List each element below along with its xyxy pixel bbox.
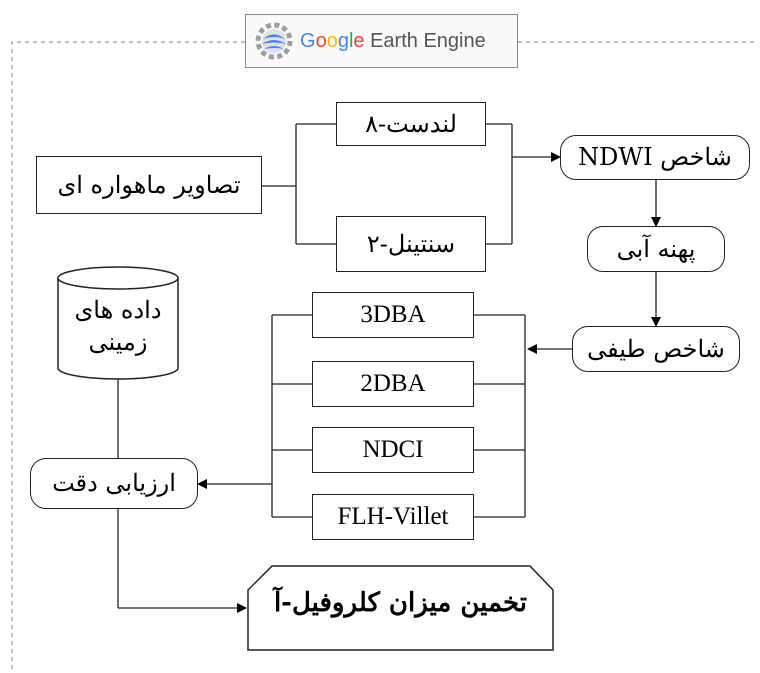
water-body-label: پهنه آبی	[616, 234, 696, 263]
index-ndci-label: NDCI	[362, 436, 424, 464]
sentinel-node: سنتینل-۲	[336, 216, 486, 272]
gear-globe-icon	[255, 22, 293, 60]
index-2dba-label: 2DBA	[360, 370, 426, 398]
earth-engine-label: Earth Engine	[370, 29, 486, 52]
index-2dba-node: 2DBA	[312, 361, 474, 407]
spectral-index-label: شاخص طیفی	[587, 334, 725, 363]
gee-header: Google Earth Engine	[245, 14, 518, 68]
dashed-frame	[11, 41, 758, 673]
google-letter-o1: o	[315, 29, 327, 52]
index-3dba-label: 3DBA	[360, 301, 426, 329]
landsat-node: لندست-۸	[336, 102, 486, 146]
ndwi-label: شاخص NDWI	[578, 143, 732, 172]
gee-title: Google Earth Engine	[300, 30, 486, 53]
ground-data-label: داده های زمینی	[74, 296, 162, 357]
google-letter-g: G	[300, 29, 316, 52]
chlorophyll-shape	[247, 565, 554, 651]
index-flh-label: FLH-Villet	[337, 503, 449, 531]
google-letter-o2: o	[326, 29, 338, 52]
index-flh-node: FLH-Villet	[312, 494, 474, 540]
index-ndci-node: NDCI	[312, 427, 474, 473]
google-letter-g2: g	[337, 29, 349, 52]
chlorophyll-label: تخمین میزان کلروفیل-آ	[273, 588, 528, 618]
satellite-images-label: تصاویر ماهواره ای	[57, 170, 241, 199]
accuracy-label: ارزیابی دقت	[52, 469, 176, 498]
water-body-node: پهنه آبی	[587, 226, 725, 272]
index-3dba-node: 3DBA	[312, 292, 474, 338]
spectral-index-node: شاخص طیفی	[572, 326, 740, 372]
landsat-label: لندست-۸	[365, 109, 457, 138]
google-letter-e: e	[353, 29, 365, 52]
ndwi-node: شاخص NDWI	[560, 135, 750, 180]
sentinel-label: سنتینل-۲	[366, 229, 456, 258]
accuracy-node: ارزیابی دقت	[30, 458, 198, 509]
satellite-images-node: تصاویر ماهواره ای	[36, 156, 262, 214]
google-letter-l: l	[348, 29, 354, 52]
ground-data-cylinder	[57, 266, 179, 380]
